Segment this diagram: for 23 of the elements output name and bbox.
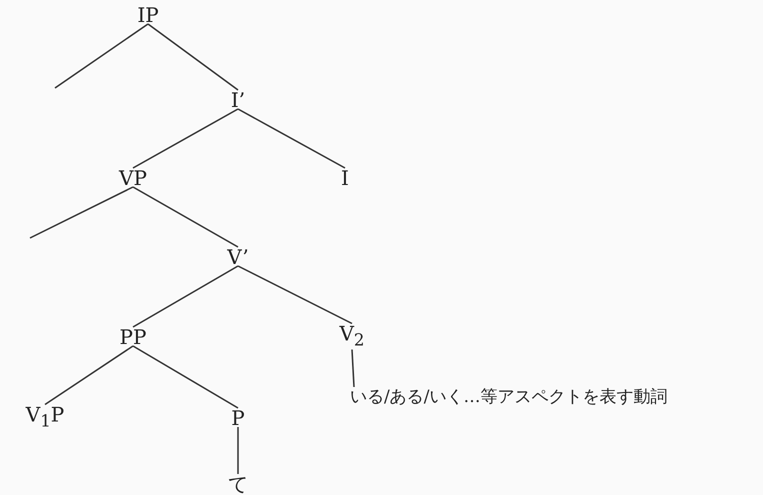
tree-branch — [30, 186, 134, 239]
tree-node-label: I’ — [230, 89, 246, 111]
tree-node-label: P — [231, 407, 245, 429]
tree-node-label: I — [341, 167, 349, 189]
gloss-text: いる/ある/いく…等アスペクトを表す動詞 — [350, 386, 668, 408]
tree-branch — [132, 265, 238, 328]
tree-branch — [351, 349, 355, 388]
tree-branch — [238, 108, 346, 169]
tree-branch — [148, 23, 238, 91]
tree-node-label: V$_{2}$ — [339, 322, 365, 352]
tree-branch — [44, 345, 134, 406]
tree-branch — [54, 23, 148, 89]
tree-node-label: PP — [120, 326, 146, 348]
tree-node-label: IP — [137, 4, 159, 26]
tree-branch — [132, 345, 238, 409]
tree-node-label: て — [228, 473, 248, 495]
tree-branch — [132, 108, 238, 169]
tree-node-label: V’ — [227, 246, 249, 268]
tree-node-label: VP — [119, 167, 147, 189]
tree-branch — [238, 265, 352, 324]
tree-node-label: V$_{1}$P — [26, 404, 64, 432]
tree-branch — [237, 427, 239, 474]
tree-branch — [132, 186, 238, 248]
